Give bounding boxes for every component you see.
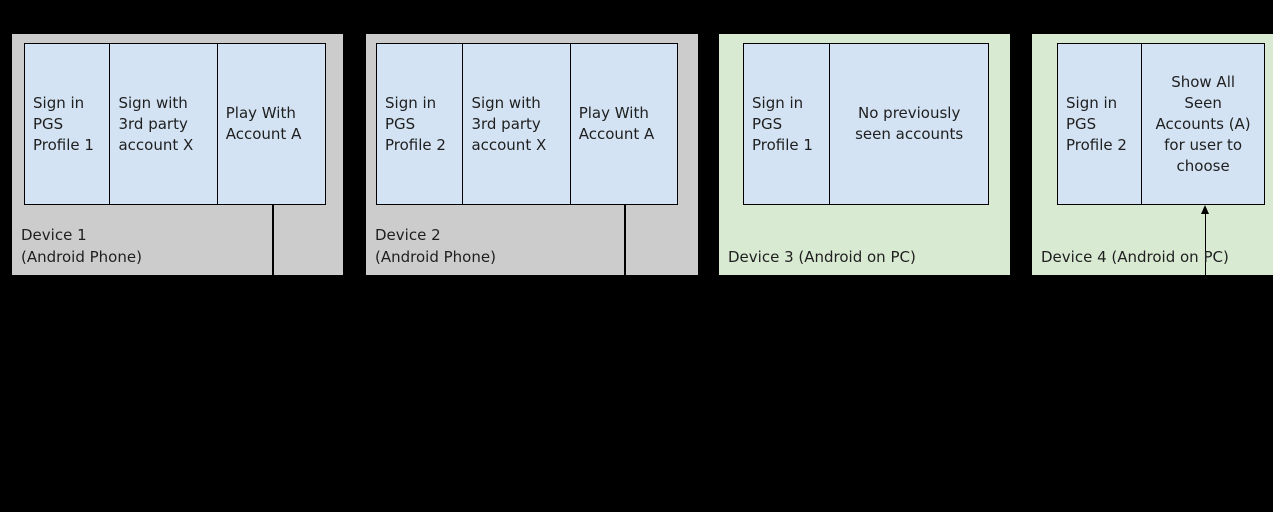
step-sign-in-pgs-profile-2: Sign in PGS Profile 2 — [385, 93, 446, 154]
step-sign-in-pgs-profile-2: Sign in PGS Profile 2 — [1066, 93, 1127, 154]
device-4-card: Sign in PGS Profile 2 Show All Seen Acco… — [1032, 34, 1273, 275]
device-1-label: Device 1 (Android Phone) — [21, 226, 142, 266]
step-sign-with-3rd-party-account: Sign with 3rd party account X — [462, 44, 569, 204]
device-1-connector-line — [272, 205, 274, 275]
arrow-up-icon — [1201, 205, 1209, 214]
step-show-all-seen-accounts: Show All Seen Accounts (A) for user to c… — [1141, 44, 1264, 204]
device-2-steps-row: Sign in PGS Profile 2 Sign with 3rd part… — [376, 43, 678, 205]
device-2-label: Device 2 (Android Phone) — [375, 226, 496, 266]
step-play-with-account-a: Play With Account A — [216, 44, 325, 204]
device-3-label: Device 3 (Android on PC) — [728, 248, 916, 266]
device-4-up-arrow-line — [1204, 212, 1206, 275]
device-2-connector-line — [624, 205, 626, 275]
step-sign-in-pgs-profile-1: Sign in PGS Profile 1 — [33, 93, 94, 154]
step-sign-with-3rd-party-account: Sign with 3rd party account X — [109, 44, 216, 204]
device-4-steps-row: Sign in PGS Profile 2 Show All Seen Acco… — [1057, 43, 1265, 205]
device-2-card: Sign in PGS Profile 2 Sign with 3rd part… — [366, 34, 698, 275]
device-3-card: Sign in PGS Profile 1 No previously seen… — [719, 34, 1010, 275]
device-1-card: Sign in PGS Profile 1 Sign with 3rd part… — [12, 34, 343, 275]
device-1-steps-row: Sign in PGS Profile 1 Sign with 3rd part… — [24, 43, 326, 205]
step-sign-in-pgs-profile-1: Sign in PGS Profile 1 — [752, 93, 813, 154]
step-play-with-account-a: Play With Account A — [569, 44, 677, 204]
device-4-label: Device 4 (Android on PC) — [1041, 248, 1229, 266]
device-3-steps-row: Sign in PGS Profile 1 No previously seen… — [743, 43, 989, 205]
step-no-previously-seen-accounts: No previously seen accounts — [829, 44, 988, 204]
